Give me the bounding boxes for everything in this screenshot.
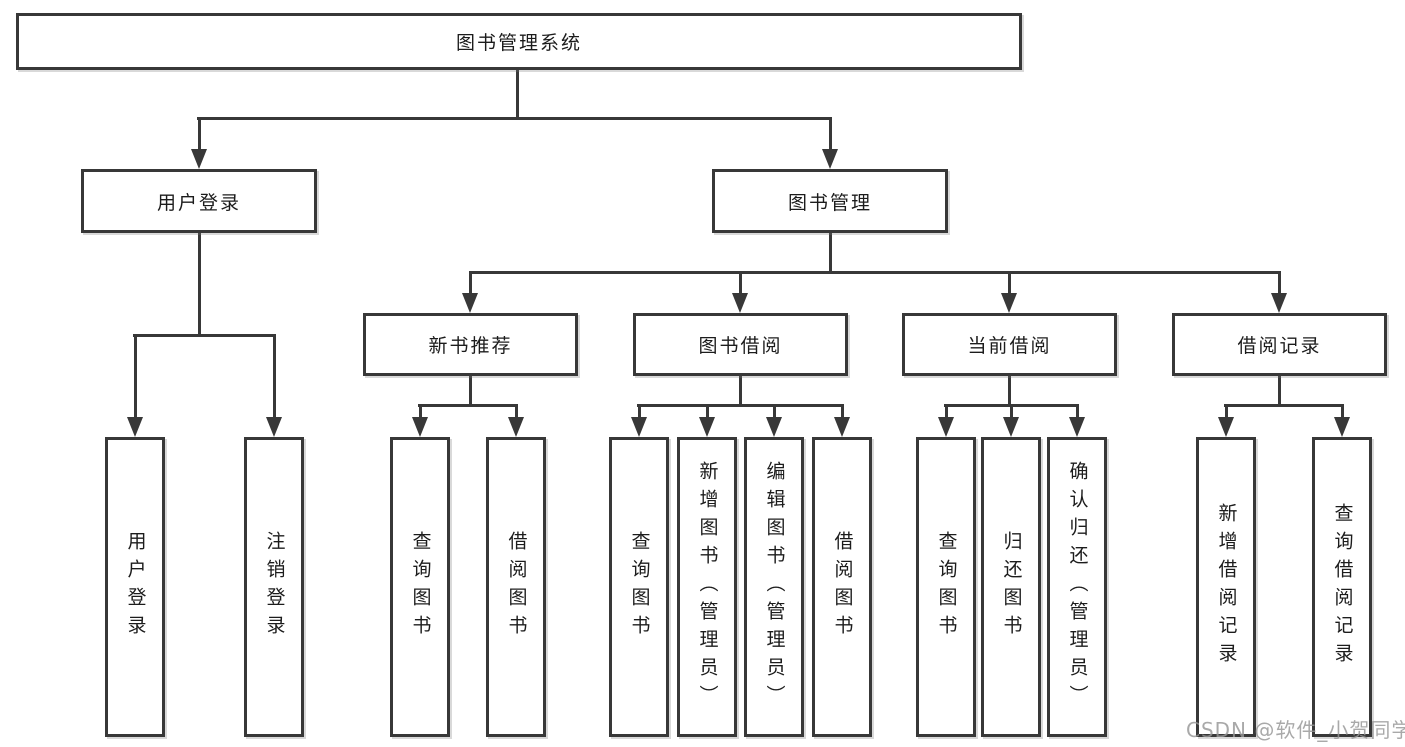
leaf-confirm-return-admin: 确认归还（管理员）	[1047, 437, 1107, 737]
connector-line	[1008, 271, 1011, 298]
connector-line	[1341, 404, 1344, 422]
connector-line	[1224, 404, 1344, 407]
leaf-user-login: 用户登录	[105, 437, 165, 737]
connector-line	[516, 68, 519, 120]
node-user-login: 用户登录	[81, 169, 317, 233]
connector-line	[419, 404, 422, 422]
connector-line	[418, 404, 518, 407]
arrow-down-icon	[266, 417, 282, 437]
arrow-down-icon	[412, 417, 428, 437]
node-book-borrow: 图书借阅	[633, 313, 848, 376]
connector-line	[829, 230, 832, 274]
node-current-borrow: 当前借阅	[902, 313, 1117, 376]
leaf-query-borrow-record: 查询借阅记录	[1312, 437, 1372, 737]
arrow-down-icon	[1271, 293, 1287, 313]
arrow-down-icon	[127, 417, 143, 437]
connector-line	[469, 374, 472, 407]
leaf-query-book-borrow: 查询图书	[609, 437, 669, 737]
node-label: 查询图书	[935, 531, 958, 643]
arrow-down-icon	[191, 149, 207, 169]
node-borrow-record: 借阅记录	[1172, 313, 1387, 376]
leaf-borrow-book-recommend: 借阅图书	[486, 437, 546, 737]
leaf-query-book-recommend: 查询图书	[390, 437, 450, 737]
connector-line	[637, 404, 844, 407]
connector-line	[841, 404, 844, 422]
arrow-down-icon	[631, 417, 647, 437]
node-label: 注销登录	[263, 531, 286, 643]
connector-line	[638, 404, 641, 422]
connector-line	[133, 334, 276, 337]
leaf-query-book-current: 查询图书	[916, 437, 976, 737]
leaf-edit-book-admin: 编辑图书（管理员）	[744, 437, 804, 737]
arrow-down-icon	[1218, 417, 1234, 437]
arrow-down-icon	[732, 293, 748, 313]
connector-line	[1010, 404, 1013, 422]
node-label: 新增借阅记录	[1215, 503, 1238, 671]
connector-line	[945, 404, 948, 422]
arrow-down-icon	[834, 417, 850, 437]
connector-line	[1278, 271, 1281, 298]
arrow-down-icon	[699, 417, 715, 437]
node-label: 图书管理	[787, 191, 872, 214]
arrow-down-icon	[766, 417, 782, 437]
connector-line	[469, 271, 472, 298]
arrow-down-icon	[938, 417, 954, 437]
node-label: 借阅图书	[831, 531, 854, 643]
node-new-book-recommend: 新书推荐	[363, 313, 578, 376]
node-label: 图书借阅	[698, 335, 783, 357]
leaf-return-book: 归还图书	[981, 437, 1041, 737]
arrow-down-icon	[1003, 417, 1019, 437]
connector-line	[829, 117, 832, 154]
node-label: 编辑图书（管理员）	[763, 461, 786, 713]
connector-line	[1278, 374, 1281, 407]
arrow-down-icon	[462, 293, 478, 313]
leaf-add-borrow-record: 新增借阅记录	[1196, 437, 1256, 737]
node-label: 用户登录	[124, 531, 147, 643]
connector-line	[198, 117, 201, 154]
node-label: 用户登录	[156, 191, 241, 214]
leaf-logout: 注销登录	[244, 437, 304, 737]
connector-line	[944, 404, 1079, 407]
connector-line	[773, 404, 776, 422]
connector-line	[739, 271, 742, 298]
node-label: 借阅记录	[1237, 335, 1322, 357]
connector-line	[1225, 404, 1228, 422]
arrow-down-icon	[508, 417, 524, 437]
connector-line	[1008, 374, 1011, 407]
leaf-borrow-book: 借阅图书	[812, 437, 872, 737]
arrow-down-icon	[1001, 293, 1017, 313]
node-label: 查询图书	[628, 531, 651, 643]
connector-line	[134, 334, 137, 422]
connector-line	[469, 271, 1281, 274]
node-label: 确认归还（管理员）	[1066, 461, 1089, 713]
node-label: 查询图书	[409, 531, 432, 643]
node-book-management: 图书管理	[712, 169, 948, 233]
arrow-down-icon	[1069, 417, 1085, 437]
connector-line	[1076, 404, 1079, 422]
node-label: 新书推荐	[428, 335, 513, 357]
node-label: 借阅图书	[505, 531, 528, 643]
node-label: 查询借阅记录	[1331, 503, 1354, 671]
connector-line	[739, 374, 742, 407]
connector-line	[198, 231, 201, 337]
arrow-down-icon	[1334, 417, 1350, 437]
leaf-add-book-admin: 新增图书（管理员）	[677, 437, 737, 737]
node-label: 图书管理系统	[455, 32, 582, 54]
arrow-down-icon	[822, 149, 838, 169]
connector-line	[515, 404, 518, 422]
watermark-text: CSDN @软件_小贺同学	[1186, 718, 1405, 742]
connector-line	[197, 117, 832, 120]
node-library-management-system: 图书管理系统	[16, 13, 1022, 70]
node-label: 新增图书（管理员）	[696, 461, 719, 713]
connector-line	[706, 404, 709, 422]
node-label: 当前借阅	[967, 335, 1052, 357]
connector-line	[273, 334, 276, 422]
node-label: 归还图书	[1000, 531, 1023, 643]
